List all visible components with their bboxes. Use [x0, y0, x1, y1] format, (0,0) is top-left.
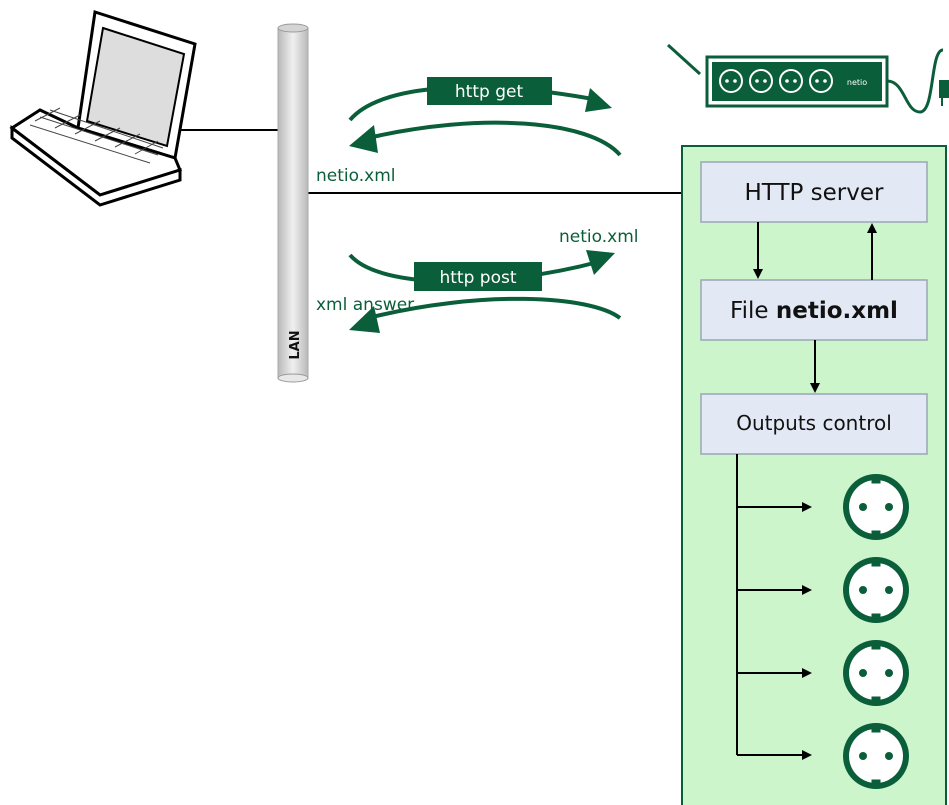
netio-xml-post-label: netio.xml — [559, 227, 638, 247]
socket-group — [843, 474, 909, 789]
socket-icon — [843, 723, 909, 789]
laptop-icon — [9, 10, 197, 207]
socket-icon — [843, 557, 909, 623]
http-server-label: HTTP server — [745, 180, 885, 206]
http-server-box: HTTP server — [700, 161, 928, 223]
file-netio-xml-box: File netio.xml — [700, 279, 928, 341]
file-name: netio.xml — [776, 298, 898, 324]
netio-xml-response-arrow — [349, 120, 622, 157]
xml-answer-arrow — [349, 296, 622, 333]
power-strip-icon: netio — [666, 43, 949, 114]
outputs-control-label: Outputs control — [736, 411, 892, 435]
http-post-tag: http post — [414, 262, 542, 291]
outputs-control-box: Outputs control — [700, 393, 928, 455]
http-post-label: http post — [439, 268, 516, 288]
lan-pipe — [277, 23, 309, 383]
lan-label: LAN — [288, 330, 303, 359]
device-panel — [681, 145, 947, 805]
file-prefix: File — [730, 298, 776, 324]
socket-icon — [843, 640, 909, 706]
netio-xml-get-label: netio.xml — [316, 166, 395, 186]
netio-logo: netio — [847, 78, 867, 87]
file-netio-xml-label: File netio.xml — [730, 298, 898, 324]
output-branches — [736, 454, 812, 760]
http-get-tag: http get — [427, 77, 552, 105]
xml-answer-label: xml answer — [316, 295, 414, 315]
http-get-label: http get — [455, 82, 524, 102]
socket-icon — [843, 474, 909, 540]
